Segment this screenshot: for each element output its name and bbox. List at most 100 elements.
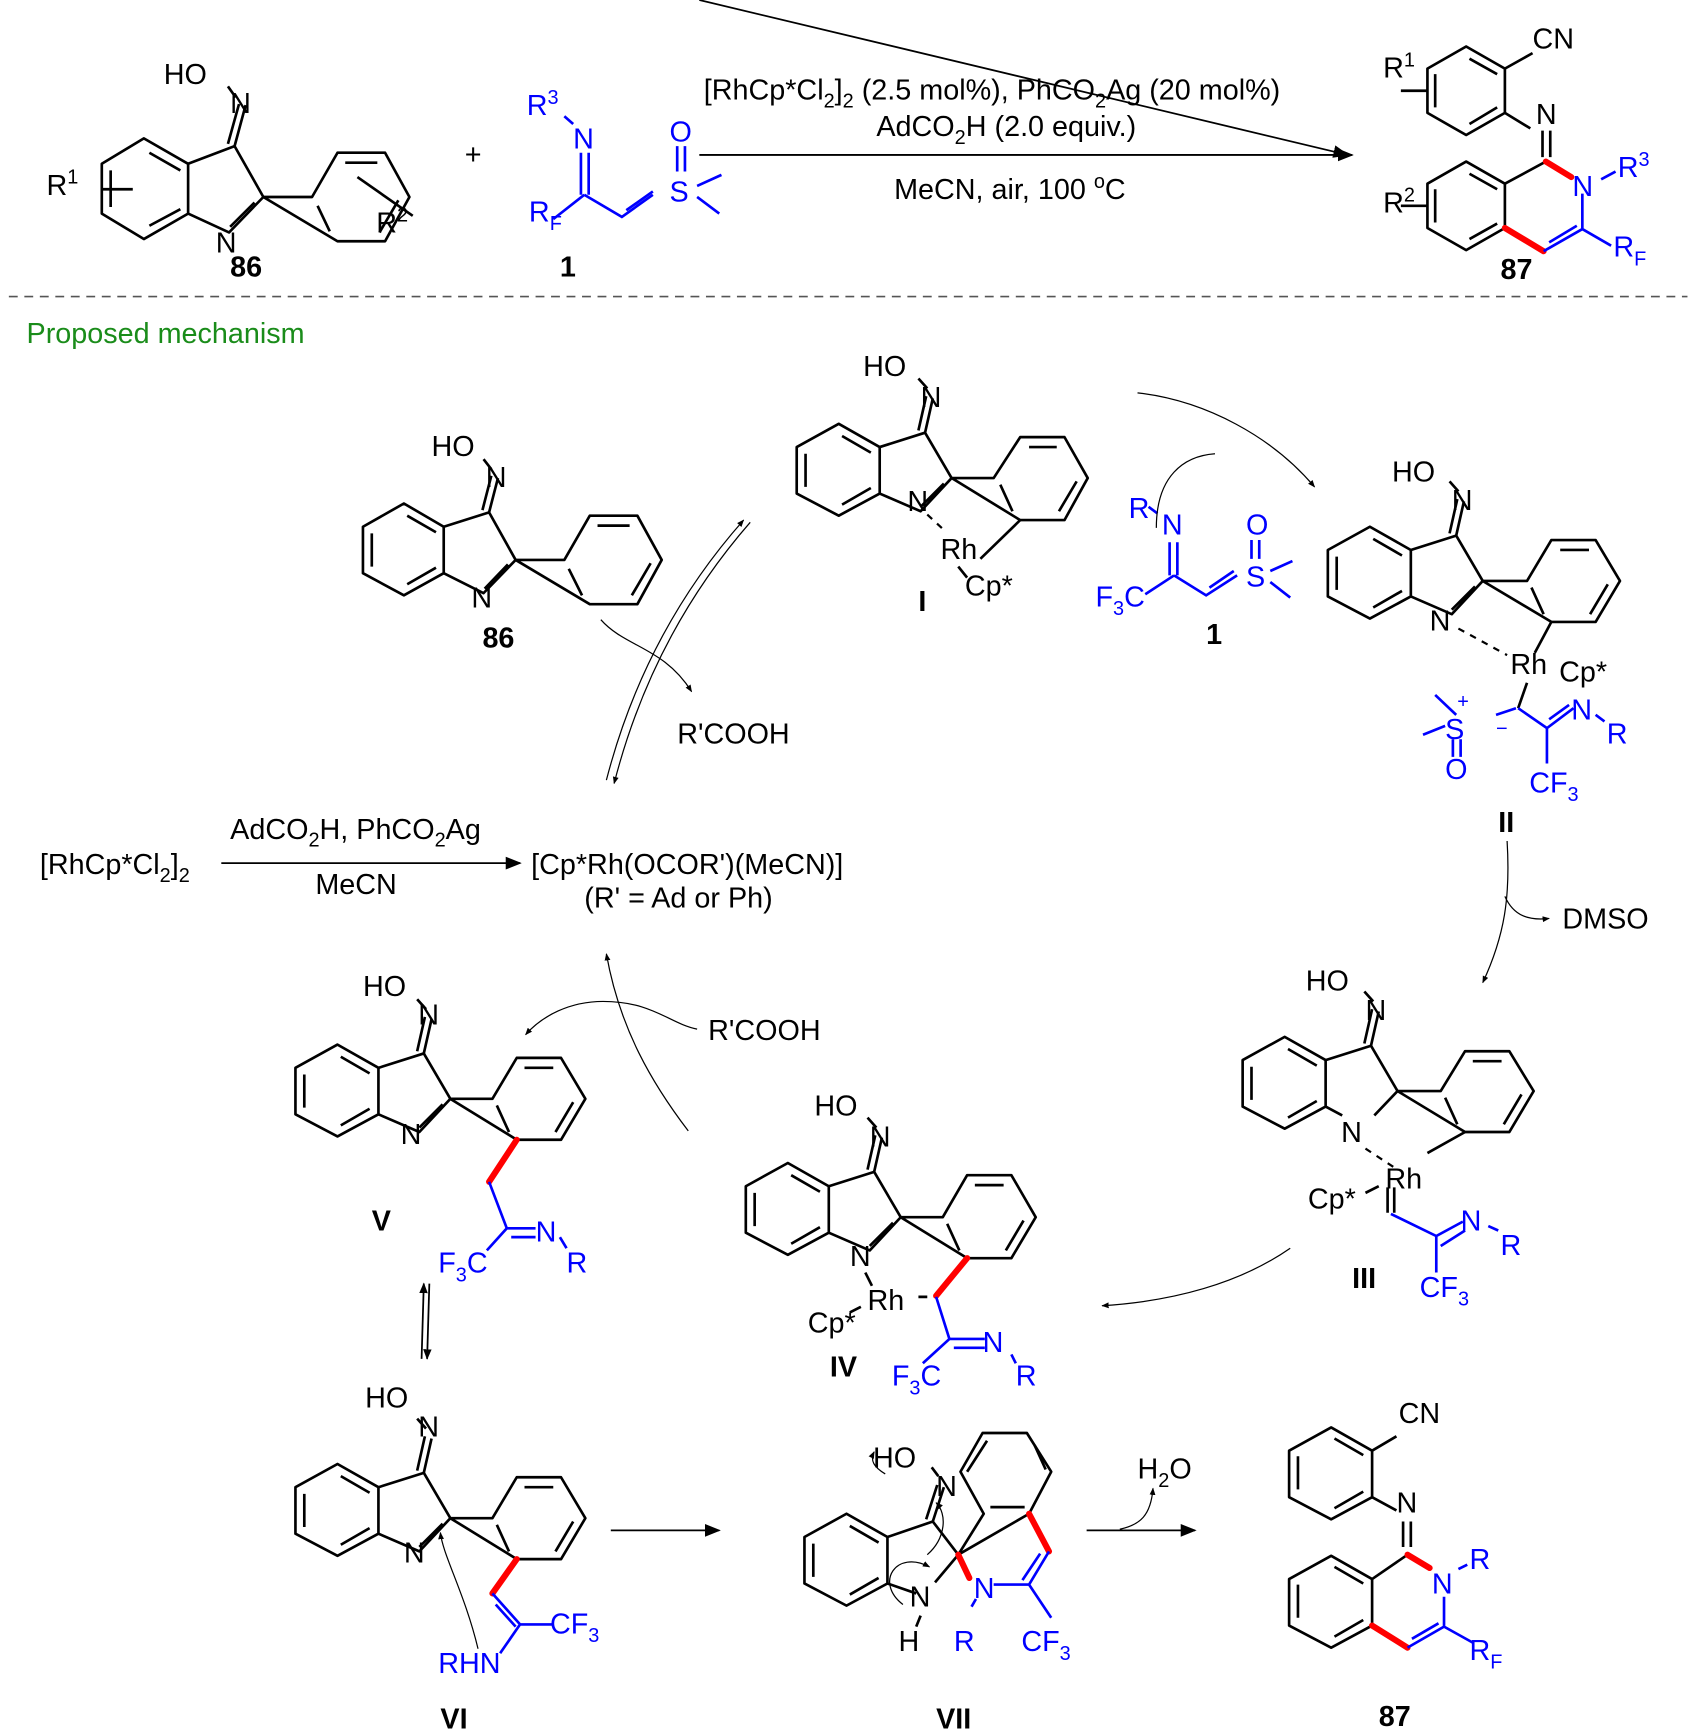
intermediate-III: HO N N Rh Cp* N R CF3 III: [1241, 965, 1535, 1311]
r1-label: R1: [46, 167, 78, 202]
cf3-label: CF3: [1529, 767, 1578, 806]
activation-reagents: AdCO2H, PhCO2Ag: [230, 814, 481, 852]
compound-number-1: 1: [1206, 619, 1222, 651]
amine-h-label: H: [899, 1626, 920, 1658]
oxime-n-label: N: [486, 462, 507, 494]
rhodium-label: Rh: [1385, 1163, 1422, 1195]
sulfonium-label: S: [1445, 714, 1464, 746]
nitrile-label: CN: [1399, 1398, 1441, 1430]
dehydration-step: H2O: [1086, 1453, 1197, 1537]
conditions-line-3: MeCN, air, 100 oC: [894, 171, 1126, 206]
ring-n-label: N: [401, 1119, 422, 1151]
oxime-n-label: N: [870, 1121, 891, 1153]
catalytic-cycle-arrows: [525, 392, 1550, 1537]
intermediate-I: HO N N Rh Cp* I: [795, 351, 1090, 618]
imine-n-label: N: [983, 1327, 1004, 1359]
r-label: R: [954, 1626, 975, 1658]
sulfoxide-o-label: O: [1445, 754, 1467, 786]
oxime-n-label: N: [1452, 485, 1473, 517]
hydroxyl-label: HO: [863, 351, 906, 383]
sulfoxide-o-label: O: [669, 117, 691, 149]
mech-product-87: CN N N R RF 87: [1287, 1398, 1502, 1733]
oxime-n-label: N: [936, 1471, 957, 1503]
mech-compound-86: HO N N 86: [361, 431, 664, 654]
rhodium-label: Rh: [868, 1285, 905, 1317]
compound-number-87: 87: [1500, 254, 1532, 286]
intermediate-label-I: I: [918, 586, 926, 618]
catalyst-activation: [RhCp*Cl2]2 AdCO2H, PhCO2Ag MeCN [Cp*Rh(…: [40, 814, 843, 915]
ring-n-label: N: [974, 1573, 995, 1605]
intermediate-label-V: V: [372, 1205, 391, 1237]
hydroxyl-label: HO: [873, 1442, 916, 1474]
equilibrium-arrow-v-vi: [419, 1282, 432, 1360]
cp-star-label: Cp*: [1559, 657, 1607, 689]
r-label: R: [1016, 1360, 1037, 1392]
activation-solvent: MeCN: [315, 869, 396, 901]
oxime-n-label: N: [418, 1000, 439, 1032]
imine-n-label: N: [1461, 1205, 1482, 1237]
rhodium-label: Rh: [1510, 649, 1547, 681]
f3c-label: F3C: [892, 1360, 941, 1399]
ring-n-label: N: [216, 227, 237, 259]
intermediate-II: HO N N Rh Cp* S + − O N R CF3 II: [1326, 456, 1628, 839]
sulfur-label: S: [1246, 561, 1265, 593]
plus-sign: +: [465, 139, 482, 171]
intermediate-V: HO N N N R F3C V: [294, 971, 588, 1287]
imine-n-label: N: [536, 1217, 557, 1249]
imine-n-label: N: [573, 123, 594, 155]
dmso-byproduct: DMSO: [1562, 903, 1648, 935]
intermediate-label-VI: VI: [440, 1703, 467, 1734]
product-87-general: CN N N R1 R2 R3 RF 87: [1383, 24, 1649, 286]
r1-label: R1: [1383, 49, 1415, 84]
oxime-n-label: N: [921, 382, 942, 414]
intermediate-IV: HO N N Rh Cp* N R F3C IV: [744, 1090, 1038, 1399]
hydroxyl-label: HO: [164, 59, 207, 91]
r-label: R: [1607, 719, 1628, 751]
amine-label: RHN: [438, 1648, 500, 1680]
ring-n-label: N: [1432, 1568, 1453, 1600]
r3-label: R3: [1618, 149, 1650, 184]
hydroxyl-label: HO: [1392, 456, 1435, 488]
intermediate-VI: HO N N CF3 RHN VI: [294, 1383, 599, 1734]
hydroxyl-label: HO: [814, 1090, 857, 1122]
ring-n-label: N: [1430, 606, 1451, 638]
cf3-label: CF3: [1420, 1272, 1469, 1311]
rf-label: RF: [1469, 1635, 1502, 1674]
active-catalyst-label: [Cp*Rh(OCOR')(MeCN)]: [531, 849, 843, 881]
ring-n-label: N: [404, 1537, 425, 1569]
reagent-1: R3 N O S RF 1: [527, 87, 723, 284]
section-title: Proposed mechanism: [27, 318, 305, 350]
reactant-86: HO N N R1 R2 86: [46, 59, 414, 284]
r-label: R: [1129, 493, 1150, 525]
f3c-label: F3C: [438, 1248, 487, 1287]
rhodium-label: Rh: [941, 534, 978, 566]
negative-charge: −: [1496, 718, 1508, 740]
compound-number-1: 1: [560, 252, 576, 284]
ring-n-label: N: [850, 1241, 871, 1273]
rf-label: RF: [529, 196, 562, 235]
oxime-n-label: N: [230, 88, 251, 120]
intermediate-label-VII: VII: [936, 1703, 971, 1734]
hydroxyl-label: HO: [432, 431, 475, 463]
f3c-label: F3C: [1095, 581, 1144, 620]
r2-label: R2: [376, 204, 408, 239]
ring-n-label: N: [907, 486, 928, 518]
imine-n-label: N: [1571, 694, 1592, 726]
water-label: H2O: [1138, 1453, 1192, 1492]
positive-charge: +: [1457, 691, 1469, 713]
r2-label: R2: [1383, 184, 1415, 219]
carboxylic-acid-uptake-label: R'COOH: [708, 1015, 821, 1047]
intermediate-label-III: III: [1352, 1263, 1376, 1295]
r-label: R: [567, 1248, 588, 1280]
r3-label: R3: [527, 87, 559, 122]
ring-n-label: N: [1572, 171, 1593, 203]
carboxylic-acid-release-label: R'COOH: [677, 719, 790, 751]
sulfoxide-o-label: O: [1246, 509, 1268, 541]
ligand-note: (R' = Ad or Ph): [584, 882, 772, 914]
intermediate-label-II: II: [1498, 807, 1514, 839]
cp-star-label: Cp*: [808, 1307, 856, 1339]
oxime-n-label: N: [418, 1411, 439, 1443]
compound-number-87: 87: [1379, 1701, 1411, 1733]
conditions-line-2: AdCO2H (2.0 equiv.): [876, 111, 1136, 149]
